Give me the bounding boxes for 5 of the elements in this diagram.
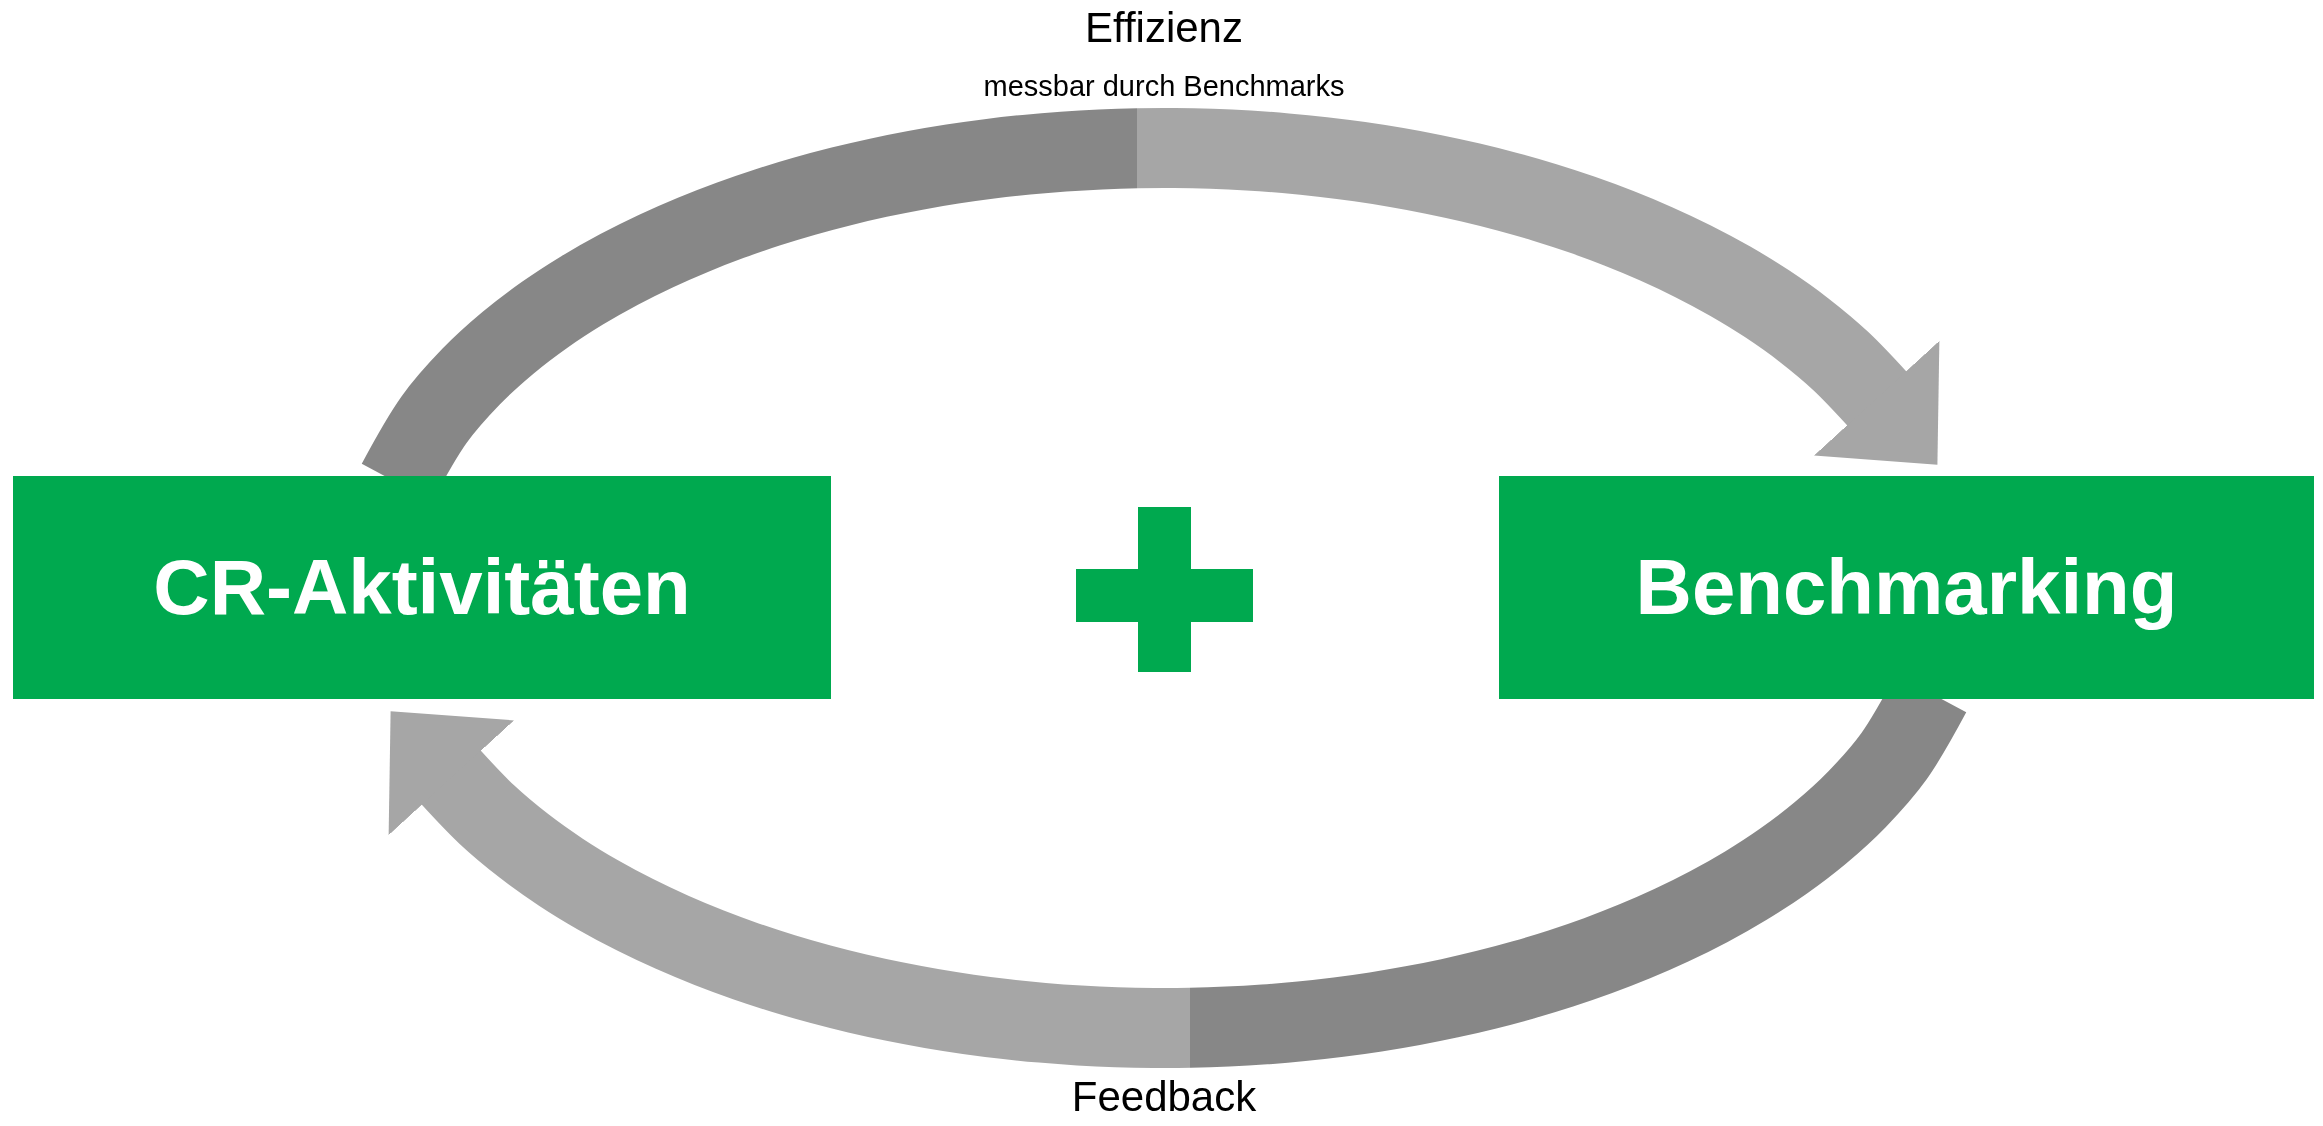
process-box xyxy=(1499,476,2314,699)
subtitle: messbar durch Benchmarks xyxy=(983,70,1345,103)
node-label: CR-Aktivitäten xyxy=(153,542,691,633)
process-box xyxy=(13,476,831,699)
node-label: Benchmarking xyxy=(1635,542,2178,633)
